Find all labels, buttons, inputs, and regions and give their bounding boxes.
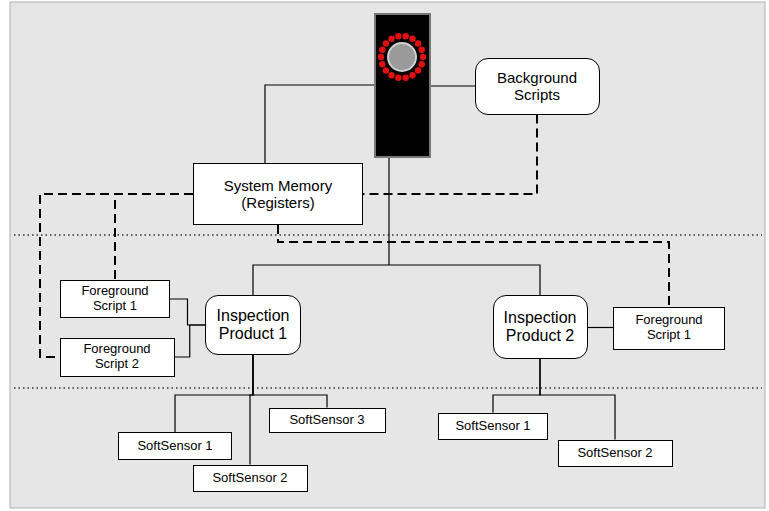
background-panel	[10, 2, 765, 508]
led-dot	[379, 61, 385, 67]
memory-box: System Memory (Registers)	[193, 163, 363, 225]
led-dot	[415, 67, 421, 73]
node-label: SoftSensor 2	[577, 446, 652, 461]
softsensor-box: SoftSensor 2	[558, 440, 673, 467]
hierarchy-link	[170, 299, 205, 325]
node-label: Foreground Script 1	[620, 313, 718, 343]
node-label: SoftSensor 2	[212, 471, 287, 486]
led-dot	[419, 47, 425, 53]
script-box: Background Scripts	[475, 58, 600, 115]
camera-lens	[388, 43, 416, 71]
softsensor-box: SoftSensor 2	[193, 465, 308, 492]
softsensor-box: SoftSensor 1	[118, 432, 232, 460]
node-label: Inspection Product 1	[212, 307, 294, 344]
wire	[253, 265, 540, 295]
wire	[388, 157, 389, 265]
hierarchy-link	[175, 355, 253, 432]
led-dot	[379, 47, 385, 53]
camera-icon	[375, 14, 430, 157]
led-ring	[378, 33, 426, 81]
wire	[430, 85, 475, 86]
script-box: Foreground Script 1	[613, 307, 725, 350]
led-dot	[402, 74, 408, 80]
led-dot	[395, 33, 401, 39]
camera-body	[375, 14, 430, 157]
script-box: Foreground Script 2	[60, 338, 175, 377]
data-link	[363, 115, 537, 195]
hierarchy-link	[250, 355, 253, 465]
data-link	[278, 225, 669, 307]
softsensor-box: SoftSensor 3	[269, 408, 386, 433]
node-label: Foreground Script 1	[67, 284, 163, 314]
led-dot	[409, 72, 415, 78]
led-dot	[395, 74, 401, 80]
led-dot	[415, 40, 421, 46]
led-dot	[402, 33, 408, 39]
node-label: SoftSensor 3	[289, 413, 364, 428]
led-dot	[383, 67, 389, 73]
hierarchy-link	[493, 359, 540, 413]
hierarchy-link	[540, 359, 615, 440]
data-link	[40, 194, 193, 357]
level-separator	[14, 234, 762, 235]
node-label: Background Scripts	[482, 69, 593, 104]
node-label: Inspection Product 2	[500, 309, 581, 346]
node-label: System Memory (Registers)	[200, 177, 356, 212]
node-label: Foreground Script 2	[67, 342, 168, 372]
hierarchy-link	[175, 325, 206, 357]
led-dot	[420, 54, 426, 60]
led-dot	[409, 36, 415, 42]
led-dot	[419, 61, 425, 67]
led-dot	[388, 72, 394, 78]
wire	[265, 85, 375, 163]
led-dot	[388, 36, 394, 42]
level-separator	[14, 387, 762, 388]
led-dot	[383, 40, 389, 46]
led-dot	[378, 54, 384, 60]
softsensor-box: SoftSensor 1	[438, 413, 548, 440]
inspection-box: Inspection Product 2	[493, 295, 588, 359]
data-link	[115, 194, 193, 280]
inspection-box: Inspection Product 1	[205, 295, 301, 355]
node-label: SoftSensor 1	[137, 439, 212, 454]
script-box: Foreground Script 1	[60, 280, 170, 318]
hierarchy-link	[588, 327, 614, 328]
hierarchy-link	[253, 355, 327, 408]
node-label: SoftSensor 1	[455, 419, 530, 434]
